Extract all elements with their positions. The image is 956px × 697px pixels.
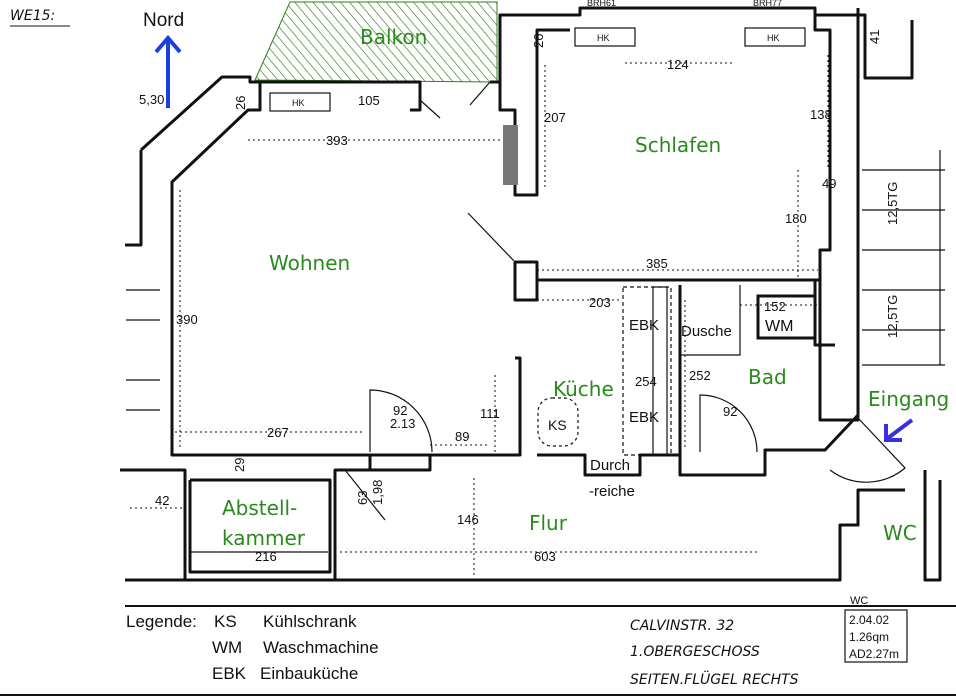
legend-text-1: Kühlschrank (263, 612, 357, 631)
dim-203: 203 (589, 295, 611, 310)
dim-92a: 92 (393, 403, 407, 418)
room-label-abstell-1: Abstell- (222, 496, 297, 520)
ebk-label-top: EBK (629, 317, 659, 334)
dim-49: 49 (822, 176, 836, 191)
dim-105: 105 (358, 93, 380, 108)
dim-390: 390 (176, 312, 198, 327)
room-label-schlafen: Schlafen (635, 133, 721, 157)
dim-152: 152 (764, 299, 786, 314)
fridge-label: KS (548, 417, 567, 433)
room-label-wohnen: Wohnen (269, 251, 350, 275)
address-line-2: 1.OBERGESCHOSS (630, 644, 760, 660)
dim-530: 5,30 (139, 92, 164, 107)
dim-111: 111 (480, 406, 500, 421)
dim-26a: 26 (233, 96, 248, 110)
washing-machine-label: WM (765, 318, 793, 335)
room-label-flur: Flur (529, 511, 568, 535)
address-line-1: CALVINSTR. 32 (630, 618, 734, 634)
legend-text-3: Einbauküche (260, 664, 358, 683)
room-label-kueche: Küche (553, 377, 614, 401)
passthrough-label-2: -reiche (589, 483, 635, 500)
stamp-wc: WC (850, 595, 868, 607)
entrance-arrow (884, 418, 914, 442)
radiator-label-3: HK (767, 33, 780, 43)
dim-603: 603 (534, 549, 556, 564)
stamp-box (844, 609, 908, 663)
legend-title: Legende: (126, 612, 197, 631)
dim-213: 2.13 (390, 416, 415, 431)
room-label-abstell-2: kammer (222, 526, 306, 550)
left-staircase (126, 289, 160, 411)
dim-198: 1,98 (370, 480, 385, 505)
dim-42: 42 (155, 493, 169, 508)
kitchen-units (503, 125, 817, 456)
handwritten-code: WE15: (10, 8, 55, 24)
dim-216: 216 (255, 549, 277, 564)
address-line-3: SEITEN.FLÜGEL RECHTS (630, 670, 799, 688)
stair-label-1: 12,5TG (885, 182, 900, 225)
dim-252: 252 (689, 368, 711, 383)
dim-92b: 92 (723, 404, 737, 419)
dim-254: 254 (635, 374, 657, 389)
dim-29: 29 (232, 458, 247, 472)
brh-left-label: BRH61 (587, 0, 616, 8)
stamp-line-1: 2.04.02 (849, 613, 889, 627)
shower-label: Dusche (681, 323, 732, 340)
dim-41: 41 (867, 30, 882, 44)
legend-text-2: Waschmachine (263, 638, 379, 657)
room-label-balkon: Balkon (360, 25, 427, 49)
radiator-label-1: HK (292, 98, 305, 108)
dim-89: 89 (455, 429, 469, 444)
dimension-lines (130, 55, 829, 575)
staircase (862, 150, 945, 366)
room-label-bad: Bad (748, 365, 787, 389)
dim-26b: 26 (531, 34, 546, 48)
radiators (269, 27, 806, 112)
dim-207: 207 (544, 110, 566, 125)
stamp-line-2: 1.26qm (849, 630, 889, 644)
dim-63: 63 (355, 491, 370, 505)
dim-385: 385 (646, 256, 668, 271)
ebk-label-bottom: EBK (629, 409, 659, 426)
passthrough-label-1: Durch (590, 457, 630, 474)
legend-code-3: EBK (212, 664, 247, 683)
room-label-eingang: Eingang (868, 387, 949, 411)
dim-393: 393 (326, 133, 348, 148)
dim-146: 146 (457, 512, 479, 527)
north-label: Nord (143, 10, 184, 31)
dim-124: 124 (667, 57, 689, 72)
walls (120, 6, 942, 582)
stair-label-2: 12,5TG (885, 295, 900, 338)
dim-138: 138 (810, 107, 832, 122)
stamp-line-3: AD2.27m (849, 647, 899, 661)
dim-267: 267 (267, 425, 289, 440)
dim-180: 180 (785, 211, 807, 226)
north-arrow (154, 34, 182, 108)
brh-right-label: BRH77 (753, 0, 782, 8)
radiator-label-2: HK (597, 33, 610, 43)
legend-code-2: WM (212, 638, 242, 657)
door-swings (344, 81, 906, 521)
legend-code-1: KS (214, 612, 237, 631)
room-label-wc: WC (883, 521, 917, 545)
